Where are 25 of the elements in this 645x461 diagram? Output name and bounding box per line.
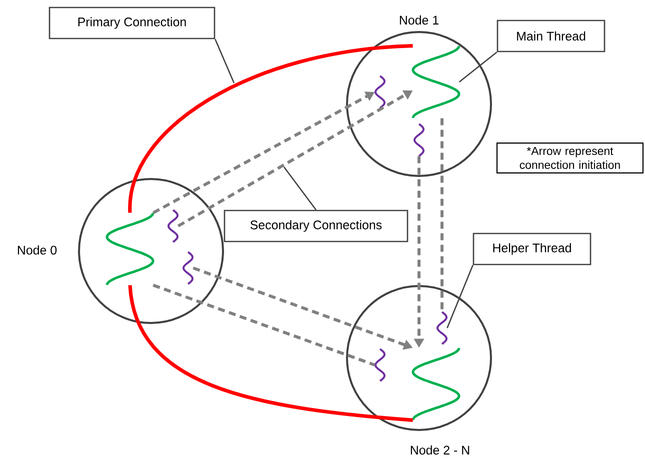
- leader-line: [214, 38, 235, 84]
- connection-line: [128, 44, 413, 213]
- leader-line: [446, 264, 474, 328]
- node-label: Node 0: [18, 245, 57, 255]
- helper-thread-squiggle: [414, 123, 424, 157]
- connection-line: [440, 118, 444, 312]
- helper-thread-squiggle: [436, 311, 448, 345]
- leader-line: [283, 166, 317, 210]
- helper-thread-squiggle: [374, 348, 386, 382]
- callout-box: Helper Thread: [472, 232, 592, 266]
- leader-line: [458, 52, 498, 82]
- helper-thread-squiggle: [374, 75, 386, 109]
- main-thread-wave: [412, 348, 460, 420]
- node-label: Node 2 - N: [410, 445, 470, 455]
- helper-thread-squiggle: [182, 251, 194, 285]
- callout-box: *Arrow represent connection initiation: [496, 142, 644, 174]
- connection-line: [128, 284, 413, 422]
- callout-box: Secondary Connections: [224, 210, 408, 242]
- node-label: Node 1: [400, 15, 438, 25]
- connection-line: [152, 284, 376, 366]
- helper-thread-squiggle: [168, 209, 178, 243]
- callout-box: Primary Connection: [48, 6, 216, 40]
- main-thread-wave: [412, 46, 460, 118]
- main-thread-wave: [106, 212, 154, 286]
- callout-box: Main Thread: [496, 20, 606, 52]
